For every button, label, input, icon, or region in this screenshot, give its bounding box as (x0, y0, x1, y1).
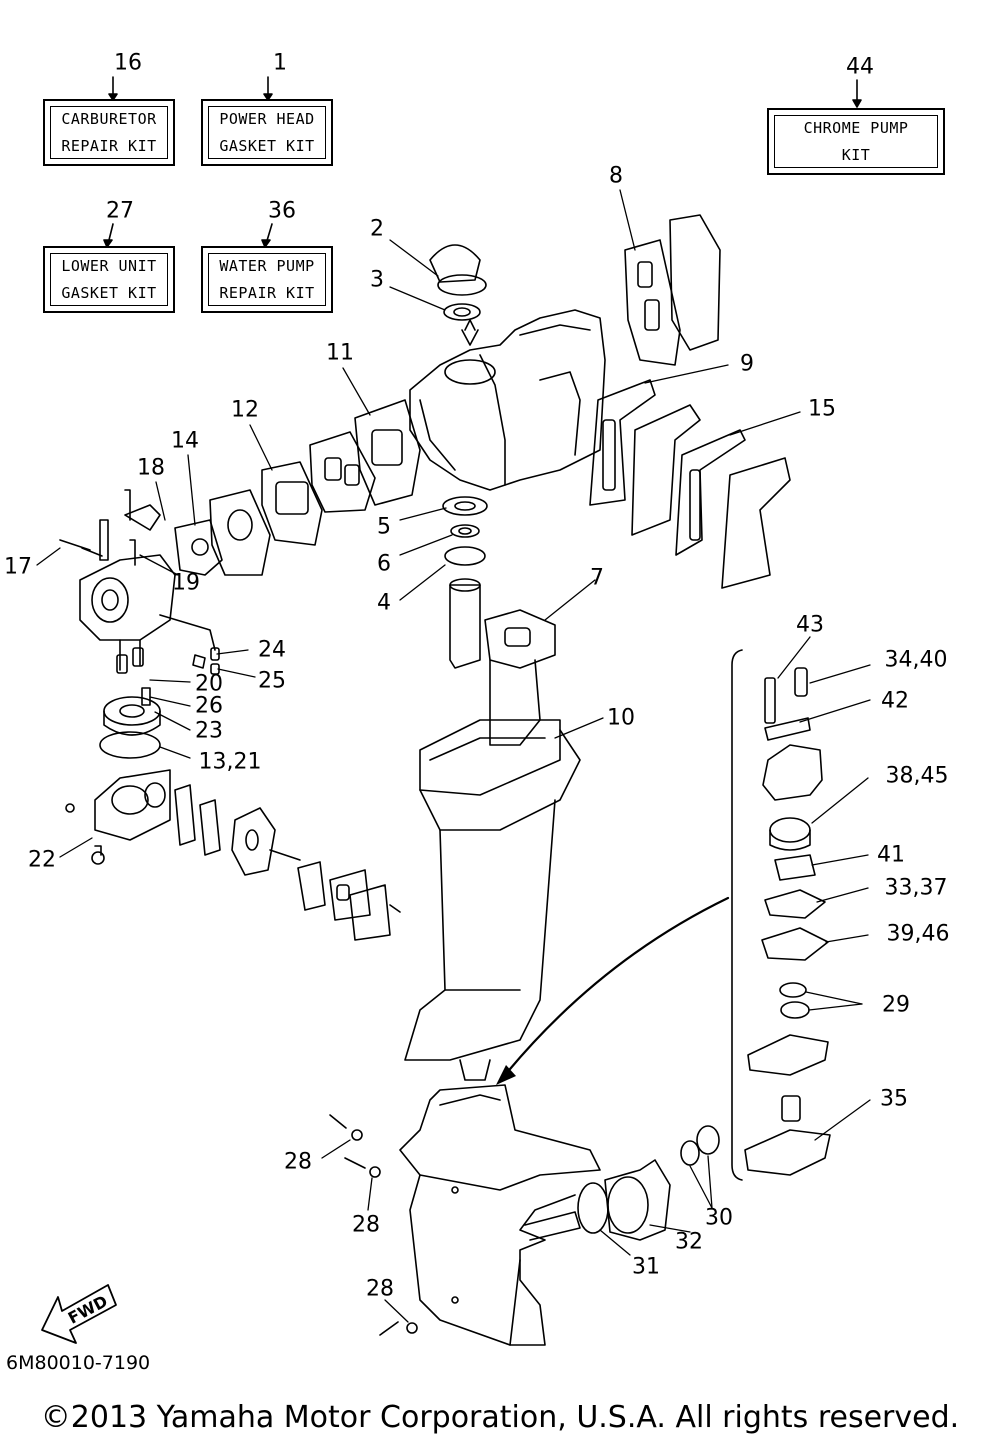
callout-33-37: 33,37 (884, 875, 948, 901)
kit-line-1: CHROME PUMP (803, 118, 909, 137)
callout-13-21: 13,21 (198, 749, 262, 775)
callout-12: 12 (231, 397, 259, 423)
callout-leaders (36, 189, 871, 1323)
callout-3: 3 (370, 267, 384, 293)
exhaust-gaskets (589, 214, 791, 589)
kit-chrome-pump: CHROME PUMP KIT (767, 108, 945, 175)
callout-31: 31 (632, 1254, 660, 1280)
callout-23: 23 (195, 718, 223, 744)
carb-gaskets (174, 399, 421, 576)
assembly-arrow-head (496, 1065, 516, 1085)
kit-water-pump-repair: WATER PUMP REPAIR KIT (201, 246, 333, 313)
callout-41: 41 (877, 842, 905, 868)
callout-15: 15 (808, 396, 836, 422)
callout-19: 19 (172, 570, 200, 596)
callout-43: 43 (796, 612, 824, 638)
callout-30: 30 (705, 1205, 733, 1231)
upper-casing (404, 496, 581, 1081)
callout-8: 8 (609, 163, 623, 189)
callout-7: 7 (590, 565, 604, 591)
callout-42: 42 (881, 688, 909, 714)
kit-power-head-gasket: POWER HEAD GASKET KIT (201, 99, 333, 166)
callout-4: 4 (377, 590, 391, 616)
kit-line-2: KIT (841, 145, 871, 164)
kit-number: 16 (114, 50, 142, 76)
callout-18: 18 (137, 455, 165, 481)
kit-line-1: CARBURETOR (61, 109, 157, 128)
kit-number: 36 (268, 198, 296, 224)
callout-11: 11 (326, 340, 354, 366)
callout-26: 26 (195, 693, 223, 719)
kit-line-2: GASKET KIT (219, 136, 315, 155)
kit-line-1: WATER PUMP (219, 256, 315, 275)
kit-line-2: REPAIR KIT (219, 283, 315, 302)
callout-28: 28 (284, 1149, 312, 1175)
callout-34-40: 34,40 (884, 647, 948, 673)
kit-leader-lines (103, 76, 862, 248)
callout-2: 2 (370, 216, 384, 242)
kit-number: 1 (273, 50, 287, 76)
callout-5: 5 (377, 514, 391, 540)
kit-number: 44 (846, 54, 874, 80)
kit-number: 27 (106, 198, 134, 224)
callout-39-46: 39,46 (886, 921, 950, 947)
water-pump-stack (731, 649, 831, 1181)
callout-28: 28 (366, 1276, 394, 1302)
kit-line-1: LOWER UNIT (61, 256, 157, 275)
kit-line-1: POWER HEAD (219, 109, 315, 128)
kit-carburetor-repair: CARBURETOR REPAIR KIT (43, 99, 175, 166)
power-head-block (409, 244, 606, 491)
callout-14: 14 (171, 428, 199, 454)
callout-35: 35 (880, 1086, 908, 1112)
callout-32: 32 (675, 1229, 703, 1255)
copyright-notice: ©2013 Yamaha Motor Corporation, U.S.A. A… (40, 1400, 960, 1435)
kit-line-2: GASKET KIT (61, 283, 157, 302)
callout-29: 29 (882, 992, 910, 1018)
callout-10: 10 (607, 705, 635, 731)
fwd-arrow-icon (41, 1284, 117, 1344)
intake-manifold (65, 769, 401, 941)
gear-case-parts (577, 1125, 720, 1241)
callout-9: 9 (740, 351, 754, 377)
callout-20: 20 (195, 671, 223, 697)
assembly-arrow (503, 896, 730, 1077)
callout-28: 28 (352, 1212, 380, 1238)
callout-22: 22 (28, 847, 56, 873)
callout-6: 6 (377, 551, 391, 577)
callout-17: 17 (4, 554, 32, 580)
kit-lower-unit-gasket: LOWER UNIT GASKET KIT (43, 246, 175, 313)
diagram-code: 6M80010-7190 (6, 1352, 151, 1374)
callout-24: 24 (258, 637, 286, 663)
carburetor (59, 489, 220, 759)
kit-line-2: REPAIR KIT (61, 136, 157, 155)
callout-38-45: 38,45 (885, 763, 949, 789)
lower-unit (399, 1084, 601, 1346)
callout-25: 25 (258, 668, 286, 694)
bolts (329, 1114, 418, 1336)
